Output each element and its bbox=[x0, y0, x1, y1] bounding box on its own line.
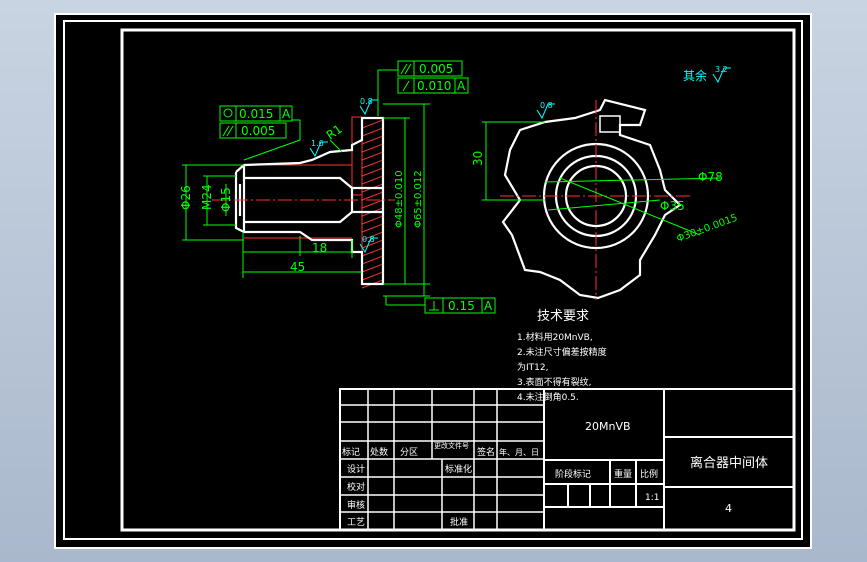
dim-len45: 45 bbox=[290, 260, 305, 274]
tech-requirements: 技术要求 1.材料用20MnVB, 2.未注尺寸偏差按精度 为IT12, 3.表… bbox=[517, 309, 607, 403]
gdt-bottom-datum: A bbox=[484, 299, 493, 313]
hatch-line bbox=[361, 175, 384, 185]
gdt-top-right-1-value: 0.005 bbox=[419, 62, 453, 76]
dim-phi35: Φ35 bbox=[660, 199, 685, 213]
tb-header-date: 年、月、日 bbox=[499, 447, 539, 457]
dim-phi26: Φ26 bbox=[179, 185, 193, 210]
dim-phi48: Φ48±0.010 bbox=[394, 170, 405, 228]
hatch-line bbox=[361, 191, 384, 201]
dim-m24: M24 bbox=[200, 184, 214, 210]
tech-line-3: 为IT12, bbox=[517, 361, 548, 373]
tb-approve: 批准 bbox=[450, 516, 468, 528]
hatch-line bbox=[361, 135, 384, 145]
gdt-left-bottom-value: 0.005 bbox=[241, 124, 275, 138]
gdt-bottom: 0.15 A bbox=[424, 297, 496, 314]
hatch-line bbox=[361, 199, 384, 209]
hatch-line bbox=[361, 151, 384, 161]
roughness-2: 1.6 bbox=[311, 139, 324, 148]
tb-material: 20MnVB bbox=[585, 420, 631, 433]
gdt-left-bottom: 0.005 bbox=[219, 122, 287, 139]
hatch-line bbox=[361, 167, 384, 177]
gdt-top-right-2-value: 0.010 bbox=[417, 79, 451, 93]
hatch-line bbox=[361, 215, 384, 225]
tb-row-review: 审核 bbox=[347, 499, 365, 511]
dim-h30: 30 bbox=[471, 151, 485, 166]
title-block bbox=[339, 388, 795, 531]
gdt-bottom-value: 0.15 bbox=[448, 299, 475, 313]
gdt-left-top-datum: A bbox=[282, 107, 291, 121]
roughness-general-label: 其余 bbox=[683, 68, 707, 83]
tb-scale: 1:1 bbox=[645, 493, 659, 503]
tb-header-doc: 更改文件号 bbox=[434, 441, 469, 450]
tech-title: 技术要求 bbox=[537, 309, 589, 324]
tb-ratio: 比例 bbox=[640, 468, 658, 480]
hatch-line bbox=[361, 127, 384, 137]
gdt-top-right-2: 0.010 A bbox=[397, 77, 469, 94]
tb-row-design: 设计 bbox=[347, 463, 365, 475]
gdt-left-top: 0.015 A bbox=[219, 105, 293, 122]
hatch-line bbox=[361, 255, 384, 265]
tb-header-count: 处数 bbox=[370, 446, 388, 458]
dim-len18: 18 bbox=[312, 241, 327, 255]
hatch-line bbox=[361, 143, 384, 153]
tb-standardize: 标准化 bbox=[445, 463, 472, 475]
tb-row-process: 工艺 bbox=[347, 517, 365, 528]
section-view: Φ26 M24 Φ15 18 45 Φ48±0.010 Φ65±0.012 R1… bbox=[179, 60, 731, 314]
hatch-line bbox=[361, 271, 384, 281]
dim-phi65: Φ65±0.012 bbox=[413, 170, 424, 228]
roughness-1: 0.8 bbox=[360, 97, 373, 106]
gdt-left-top-value: 0.015 bbox=[239, 107, 273, 121]
dim-phi15: Φ15 bbox=[219, 187, 233, 212]
roughness-symbols bbox=[309, 67, 731, 254]
tb-row-check: 校对 bbox=[347, 481, 365, 493]
tech-line-1: 1.材料用20MnVB, bbox=[517, 331, 593, 343]
keyway bbox=[599, 115, 621, 133]
end-view-outline bbox=[501, 98, 682, 300]
hatch-line bbox=[361, 247, 384, 257]
tech-line-2: 2.未注尺寸偏差按精度 bbox=[517, 346, 607, 358]
hatch-line bbox=[361, 223, 384, 233]
tech-line-4: 3.表面不得有裂纹, bbox=[517, 376, 591, 388]
roughness-general-value: 3.2 bbox=[715, 65, 728, 74]
outer-frame bbox=[63, 20, 803, 540]
hatch-line bbox=[361, 263, 384, 273]
dim-phi78: Φ78 bbox=[698, 170, 723, 184]
tb-part-name: 离合器中间体 bbox=[690, 455, 768, 471]
tb-header-mark: 标记 bbox=[342, 446, 360, 458]
roughness-3: 0.8 bbox=[362, 235, 375, 244]
tech-line-5: 4.未注倒角0.5. bbox=[517, 391, 579, 403]
hatch-line bbox=[361, 231, 384, 241]
hatch-line bbox=[361, 119, 384, 129]
gdt-top-right-2-datum: A bbox=[457, 79, 466, 93]
tb-drawing-no: 4 bbox=[725, 502, 732, 515]
tb-header-sign: 签名 bbox=[477, 446, 495, 458]
tb-weight: 重量 bbox=[614, 468, 632, 480]
roughness-4: 0.8 bbox=[540, 101, 553, 110]
hatch-line bbox=[361, 239, 384, 249]
hatch-line bbox=[361, 159, 384, 169]
gdt-top-right-1: 0.005 bbox=[397, 60, 463, 77]
tb-stage-mark: 阶段标记 bbox=[555, 468, 591, 480]
tb-header-zone: 分区 bbox=[400, 447, 418, 458]
